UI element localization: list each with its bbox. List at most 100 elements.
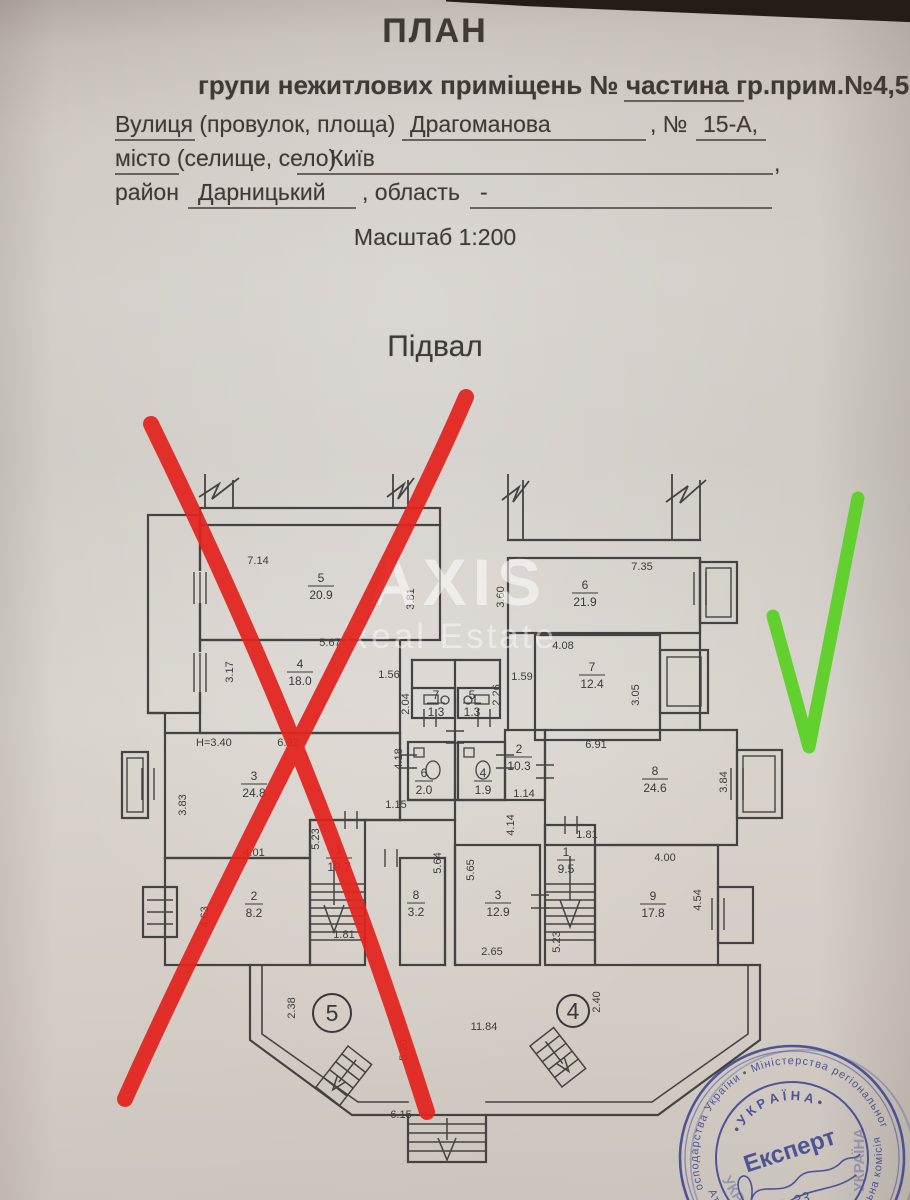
room-label: 621.9 <box>572 578 598 609</box>
number-label: , № <box>650 111 688 137</box>
room-number: 8 <box>652 764 659 778</box>
street-word-underline <box>115 139 195 141</box>
dim-label: 1.81 <box>333 929 354 941</box>
room-area: 1.3 <box>464 705 481 719</box>
room-number: 5 <box>318 571 325 585</box>
room-number: 4 <box>480 766 487 780</box>
room-area: 2.0 <box>416 783 433 797</box>
section-title: Підвал <box>387 330 483 363</box>
entrance-number: 5 <box>326 1000 339 1026</box>
dim-label: 11.84 <box>471 1021 498 1033</box>
room-number: 5 <box>469 688 476 702</box>
dim-label: 3.84 <box>718 771 730 792</box>
room-number: 8 <box>413 888 420 902</box>
rejection-cross-mark <box>117 389 474 1120</box>
dim-label: 4.14 <box>505 814 517 835</box>
room-area: 20.9 <box>309 588 333 602</box>
room-area: 1.3 <box>428 705 445 719</box>
scale-label: Масштаб 1:200 <box>353 224 517 250</box>
watermark-line2: Real Estate <box>343 617 557 656</box>
dim-label: 3.05 <box>630 684 642 705</box>
room-number: 2 <box>516 742 523 756</box>
dim-label: 2.38 <box>286 997 298 1018</box>
stamp-number-text: № 33 <box>772 1189 813 1200</box>
room-label: 210.3 <box>506 742 532 773</box>
dimension-labels: 7.14 3.81 5.67 3.17 1.56 2.04 2.26 7.35 … <box>177 555 730 1121</box>
room-area: 21.9 <box>573 595 597 609</box>
street-underline <box>402 139 646 141</box>
entrance-markers: 5 4 <box>312 993 590 1033</box>
stamp-double-strike-ring <box>689 1048 910 1200</box>
dim-label: 7.35 <box>631 561 652 573</box>
room-label: 71.3 <box>427 688 445 719</box>
wall-break-marks <box>198 474 707 540</box>
room-number: 3 <box>251 769 258 783</box>
room-number: 9 <box>650 889 657 903</box>
dim-label: 3.17 <box>224 661 236 682</box>
region-underline <box>470 207 772 209</box>
dim-label: 1.81 <box>576 829 597 841</box>
dim-label: 5.65 <box>465 859 477 880</box>
street-value: Драгоманова <box>410 111 551 137</box>
room-area: 12.4 <box>580 677 604 691</box>
approval-check-mark <box>766 491 865 754</box>
room-label: 520.9 <box>308 571 334 602</box>
room-number: 3 <box>495 888 502 902</box>
room-label: 712.4 <box>579 660 605 691</box>
room-number: 4 <box>297 657 304 671</box>
dim-label: 4.18 <box>393 748 405 769</box>
room-area: 8.2 <box>246 906 263 920</box>
room-label: 83.2 <box>407 888 425 919</box>
city-word-underline <box>115 173 179 175</box>
dim-label: 1.56 <box>378 669 399 681</box>
dim-label: 3.60 <box>495 586 507 607</box>
dim-label: 5.67 <box>319 637 340 649</box>
room-area: 3.2 <box>408 905 425 919</box>
window-symbols <box>141 571 744 930</box>
district-label: район <box>115 179 179 205</box>
document-title: ПЛАН <box>382 12 488 50</box>
room-area: 9.5 <box>558 862 575 876</box>
sanitary-fixtures <box>413 694 491 780</box>
dim-label: 5.64 <box>432 852 444 873</box>
city-underline <box>297 173 773 175</box>
dim-label: 1.14 <box>513 788 534 800</box>
room-number: 6 <box>421 766 428 780</box>
room-number: 7 <box>433 688 440 702</box>
dim-label: 6.91 <box>585 739 606 751</box>
dim-label: H=3.40 <box>196 737 232 749</box>
street-label: Вулиця (провулок, площа) <box>115 111 396 137</box>
room-label: 51.3 <box>463 688 481 719</box>
dim-label: 2.26 <box>491 684 503 705</box>
district-value: Дарницький <box>198 179 326 205</box>
dim-label: 4.54 <box>692 889 704 910</box>
subtitle-underline <box>624 100 744 102</box>
room-number: 2 <box>251 889 258 903</box>
room-area: 12.9 <box>486 905 510 919</box>
expert-stamp: господарства України • Міністерства регі… <box>662 1028 910 1200</box>
dim-label: 5.23 <box>551 931 563 952</box>
dim-label: 2.65 <box>481 946 502 958</box>
subtitle-label: групи нежитлових приміщень № <box>198 70 619 100</box>
room-label: 62.0 <box>415 766 433 797</box>
dim-label: 5.23 <box>310 828 322 849</box>
dim-label: 2.40 <box>591 991 603 1012</box>
dim-label: 6.15 <box>390 1109 411 1121</box>
district-underline <box>188 207 356 209</box>
room-area: 24.8 <box>242 786 266 800</box>
dim-label: 4.08 <box>552 640 573 652</box>
room-number: 6 <box>582 578 589 592</box>
dim-label: 2.04 <box>400 693 412 714</box>
room-area: 24.6 <box>643 781 667 795</box>
city-trailing-comma: , <box>774 150 781 176</box>
room-number: 1 <box>563 845 570 859</box>
dim-label: 1.15 <box>385 799 406 811</box>
stairs <box>310 856 595 1162</box>
room-label: 28.2 <box>245 889 263 920</box>
room-label: 41.9 <box>474 766 492 797</box>
room-label: 824.6 <box>642 764 668 795</box>
door-symbols <box>344 709 578 909</box>
dim-label: 1.59 <box>511 671 532 683</box>
room-area: 18.0 <box>288 674 312 688</box>
